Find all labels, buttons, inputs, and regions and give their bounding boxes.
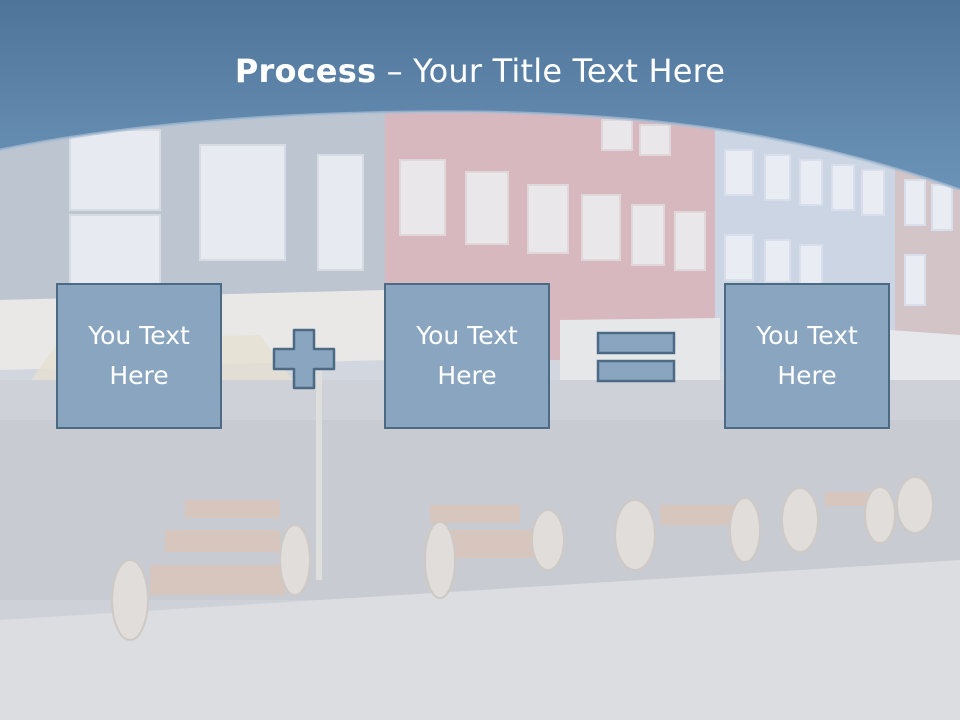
process-box-text: You Text Here: [416, 316, 518, 396]
process-box-1[interactable]: You Text Here: [56, 283, 222, 429]
box-line-2: Here: [777, 361, 837, 390]
header-band: [0, 0, 960, 190]
process-box-2[interactable]: You Text Here: [384, 283, 550, 429]
equals-icon: [596, 331, 676, 383]
process-box-text: You Text Here: [756, 316, 858, 396]
box-line-2: Here: [437, 361, 497, 390]
box-line-1: You Text: [416, 321, 518, 350]
box-line-1: You Text: [756, 321, 858, 350]
process-box-text: You Text Here: [88, 316, 190, 396]
process-box-3[interactable]: You Text Here: [724, 283, 890, 429]
box-line-1: You Text: [88, 321, 190, 350]
title-rest: – Your Title Text Here: [376, 52, 726, 90]
box-line-2: Here: [109, 361, 169, 390]
title-bold: Process: [234, 52, 377, 90]
slide-title: Process – Your Title Text Here: [0, 52, 960, 90]
plus-icon: [272, 328, 336, 390]
